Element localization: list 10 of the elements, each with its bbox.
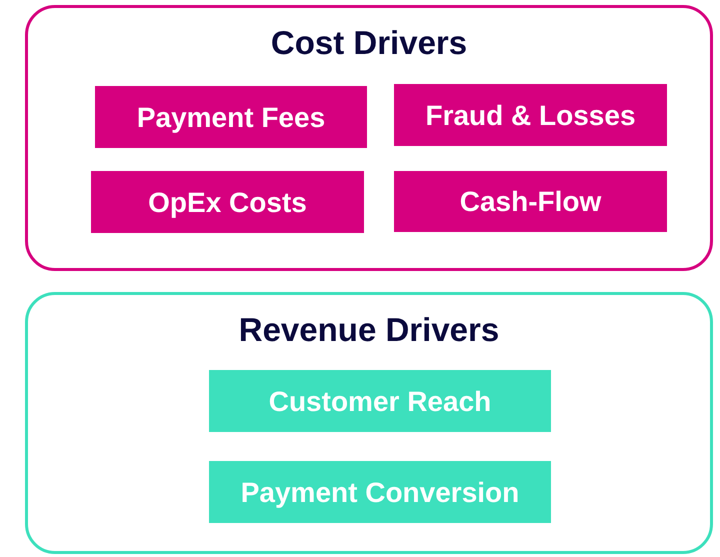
driver-box: Customer Reach (209, 370, 551, 432)
driver-box: Fraud & Losses (394, 84, 667, 146)
group-panel (25, 5, 713, 271)
panel-title: Revenue Drivers (238, 310, 500, 350)
driver-box: OpEx Costs (91, 171, 364, 233)
panel-title: Cost Drivers (270, 23, 468, 63)
driver-box: Payment Fees (95, 86, 367, 148)
group-panel (25, 292, 713, 554)
driver-box: Payment Conversion (209, 461, 551, 523)
driver-box: Cash-Flow (394, 171, 667, 232)
